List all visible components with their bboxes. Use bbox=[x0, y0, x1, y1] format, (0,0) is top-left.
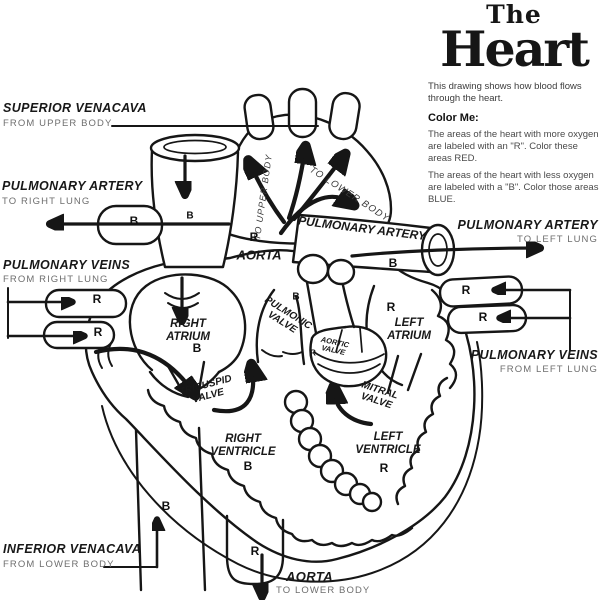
pulmonic-valve-shape bbox=[255, 288, 306, 366]
label-aorta-lower-sub: TO LOWER BODY bbox=[276, 585, 371, 596]
label-aorta: AORTA bbox=[236, 247, 282, 263]
label-inferior-venacava-sub: FROM LOWER BODY bbox=[3, 559, 115, 570]
label-pulmonary-veins-right-sub: FROM RIGHT LUNG bbox=[3, 274, 109, 285]
intro-text: This drawing shows how blood flows throu… bbox=[428, 80, 582, 104]
marker-b-right-atrium: B bbox=[192, 341, 202, 355]
pulmonary-artery-to-right-lung-vessel bbox=[53, 204, 231, 246]
marker-r-pulmonary-vein-left-1: R bbox=[461, 283, 471, 297]
marker-b-right-ventricle: B bbox=[243, 459, 253, 473]
label-right-ventricle: RIGHT VENTRICLE bbox=[210, 433, 276, 458]
page-title-heart: Heart bbox=[440, 20, 590, 78]
label-inferior-venacava: INFERIOR VENACAVA bbox=[3, 542, 142, 556]
label-left-ventricle: LEFT VENTRICLE bbox=[355, 431, 421, 456]
pulmonary-veins-right-vessels bbox=[6, 287, 128, 350]
label-right-atrium: RIGHT ATRIUM bbox=[166, 318, 210, 343]
right-ventricle-trabeculae bbox=[146, 388, 414, 548]
septum-trabeculae bbox=[283, 389, 383, 513]
superior-vena-cava-vessel bbox=[149, 133, 241, 269]
label-superior-venacava-sub: FROM UPPER BODY bbox=[3, 118, 113, 129]
color-me-heading: Color Me: bbox=[428, 112, 479, 125]
marker-r-pulmonary-vein-left-2: R bbox=[478, 310, 488, 324]
marker-r-left-atrium: R bbox=[386, 300, 396, 314]
label-pulmonary-artery-right-sub: TO RIGHT LUNG bbox=[2, 196, 91, 207]
color-me-red-instruction: The areas of the heart with more oxygen … bbox=[428, 129, 599, 165]
label-pulmonary-veins-right: PULMONARY VEINS bbox=[3, 258, 131, 272]
marker-b-pulmonic-valve: B bbox=[292, 291, 300, 303]
info-panel: The Heart This drawing shows how blood f… bbox=[428, 2, 600, 206]
pulmonary-artery-vessel bbox=[291, 213, 537, 286]
aortic-valve-shape bbox=[309, 325, 388, 388]
marker-r-left-ventricle: R bbox=[379, 461, 389, 475]
right-atrium-wall bbox=[128, 273, 247, 393]
label-pulmonary-artery-left-sub: TO LEFT LUNG bbox=[517, 234, 598, 245]
marker-b-pulmonary-artery-left: B bbox=[388, 256, 398, 270]
left-ventricle-trabeculae bbox=[395, 376, 449, 506]
marker-b-superior-venacava: B bbox=[186, 210, 194, 222]
tricuspid-valve-shape bbox=[93, 339, 206, 397]
marker-r-aorta: R bbox=[249, 230, 259, 244]
marker-r-pulmonary-vein-right-1: R bbox=[92, 292, 102, 306]
label-left-atrium: LEFT ATRIUM bbox=[387, 317, 431, 342]
marker-b-pulmonary-artery-right: B bbox=[129, 214, 139, 228]
label-superior-venacava: SUPERIOR VENACAVA bbox=[3, 101, 147, 115]
right-ventricle-flow-arrow bbox=[211, 368, 253, 414]
marker-r-pulmonary-vein-right-2: R bbox=[93, 325, 103, 339]
page-title-the: The bbox=[486, 0, 542, 29]
epicardium-line bbox=[101, 341, 484, 583]
mitral-valve-shape bbox=[334, 352, 423, 427]
color-me-blue-instruction: The areas of the heart with less oxygen … bbox=[428, 170, 599, 205]
label-pulmonary-veins-left: PULMONARY VEINS bbox=[470, 348, 598, 362]
label-pulmonary-artery-left: PULMONARY ARTERY bbox=[457, 218, 598, 232]
label-aorta-lower: AORTA bbox=[286, 569, 334, 584]
inferior-vena-cava-vessel bbox=[134, 426, 207, 592]
pulmonary-veins-left-vessels bbox=[438, 275, 572, 351]
label-pulmonary-artery-right: PULMONARY ARTERY bbox=[2, 179, 143, 193]
marker-r-aorta-lower: R bbox=[250, 544, 260, 558]
aortic-arch bbox=[224, 87, 393, 245]
label-pulmonary-veins-left-sub: FROM LEFT LUNG bbox=[499, 364, 598, 375]
marker-r-aortic-valve: R bbox=[310, 348, 316, 358]
marker-b-inferior-venacava: B bbox=[161, 499, 171, 513]
label-leaders bbox=[103, 125, 319, 594]
